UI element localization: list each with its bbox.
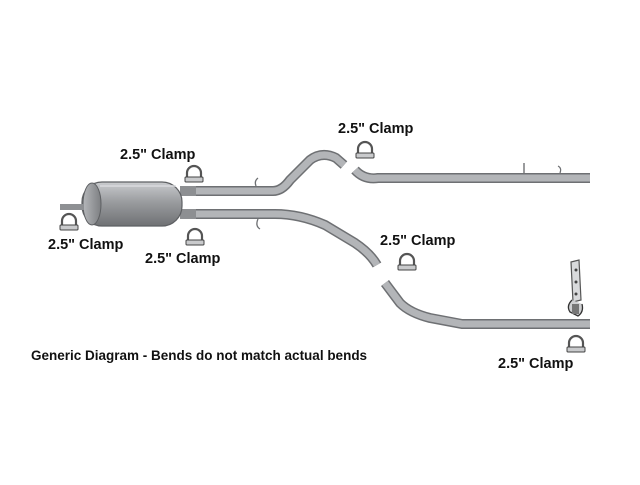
clamp-label-inlet: 2.5" Clamp [48, 237, 124, 253]
clamp-label-upper-left: 2.5" Clamp [120, 147, 196, 163]
upper-pipe-inlet-stub [180, 186, 196, 196]
clamp-label-lower-left: 2.5" Clamp [145, 251, 221, 267]
muffler-inlet-stub [60, 204, 84, 210]
lower-pipe-rear [381, 280, 590, 329]
clamp-icon-lower-left [185, 227, 205, 246]
upper-pipe-rear [351, 163, 590, 184]
upper-pipe-front [180, 150, 348, 196]
clamp-icon-middle [397, 252, 417, 271]
muffler [60, 181, 183, 227]
clamp-icon-upper-right [355, 140, 375, 159]
diagram-note: Generic Diagram - Bends do not match act… [31, 348, 368, 363]
lower-hanger [256, 218, 261, 230]
tail-hanger-bracket [567, 259, 584, 317]
lower-pipe-inlet-stub [180, 209, 196, 219]
upper-hanger [254, 177, 259, 187]
lower-pipe-front [180, 209, 382, 268]
clamp-label-upper-right: 2.5" Clamp [338, 121, 414, 137]
clamp-label-tail: 2.5" Clamp [498, 356, 574, 372]
clamp-icon-tail [566, 334, 586, 353]
clamp-icon-upper-left [184, 164, 204, 183]
clamp-icon-inlet [59, 212, 79, 231]
clamp-label-middle: 2.5" Clamp [380, 233, 456, 249]
